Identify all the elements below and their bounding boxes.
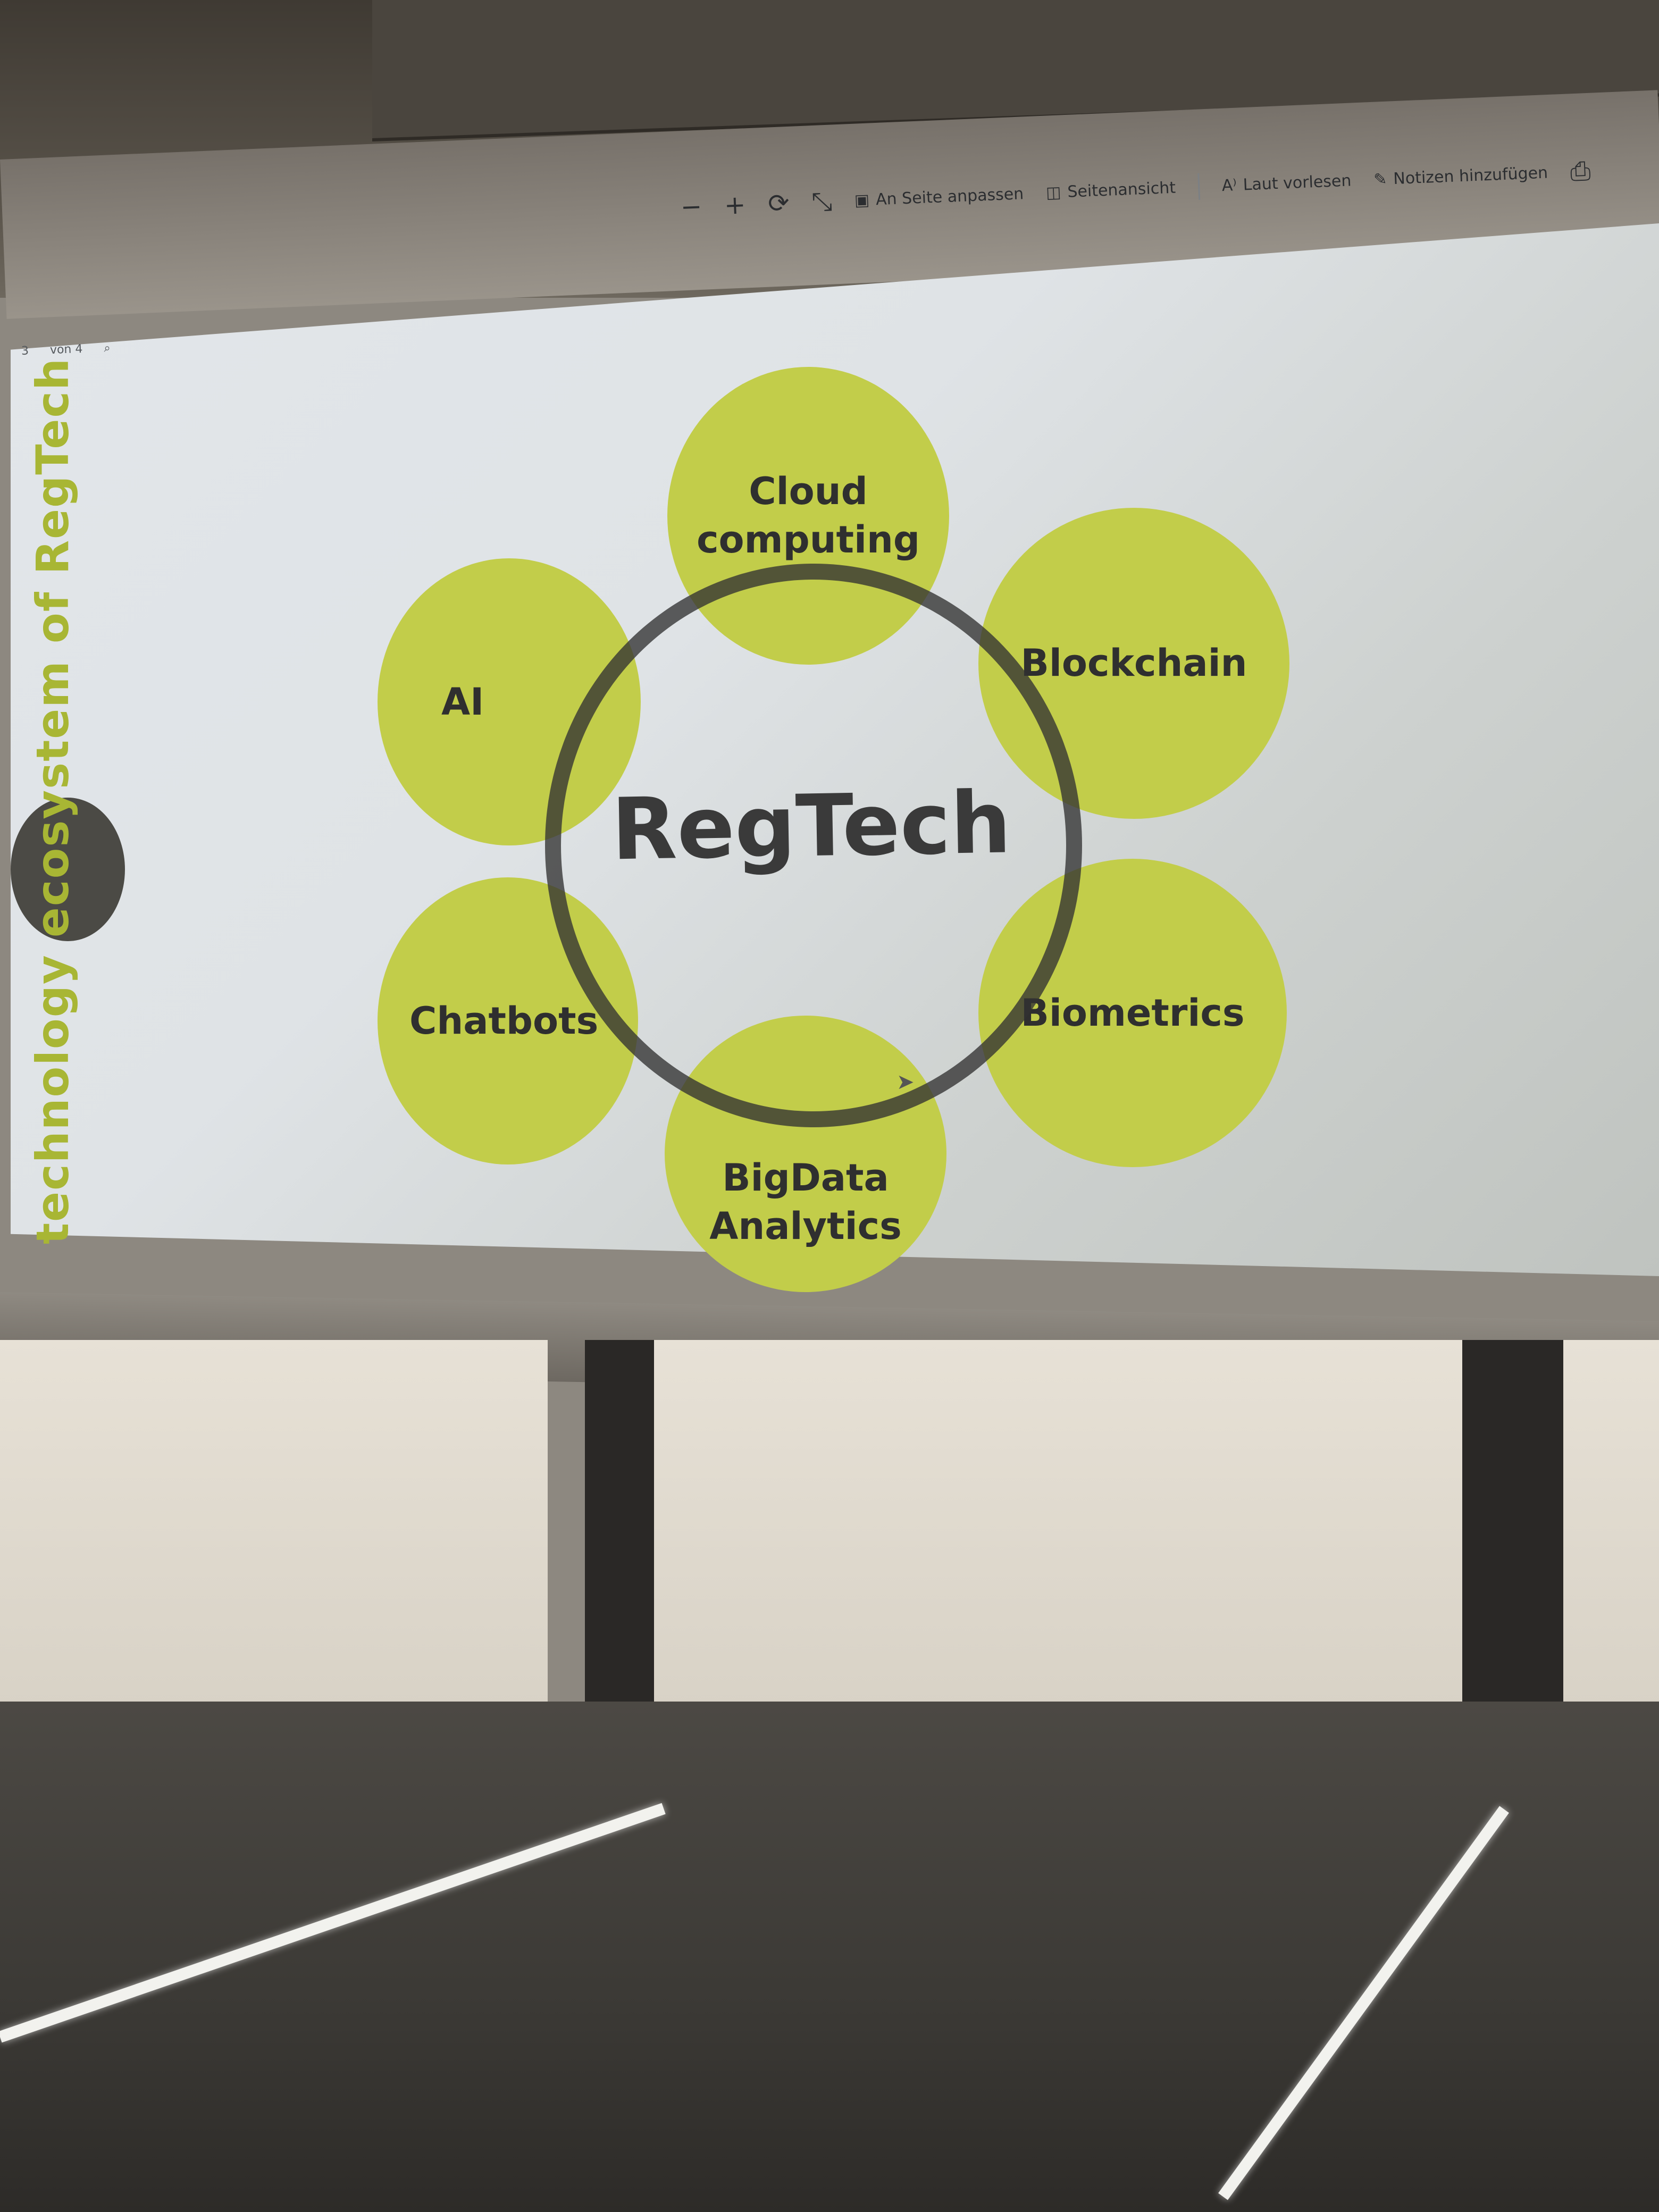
node-ai-label: AI bbox=[441, 680, 484, 724]
current-page-input[interactable]: 3 bbox=[21, 344, 29, 358]
toolbar-divider bbox=[1197, 173, 1200, 200]
node-bigdata-line2: Analytics bbox=[709, 1204, 902, 1248]
window-blind-left bbox=[0, 1340, 548, 1712]
node-bigdata-line1: BigData bbox=[722, 1156, 889, 1200]
slide-title: technology ecosystem of RegTech bbox=[27, 357, 79, 1244]
fit-page-icon: ▣ bbox=[854, 190, 870, 210]
zoom-out-icon[interactable]: − bbox=[680, 191, 703, 222]
node-cloud-line1: Cloud bbox=[749, 470, 868, 513]
read-aloud-label: Laut vorlesen bbox=[1243, 171, 1352, 195]
page-count: von 4 bbox=[49, 342, 83, 357]
fit-page-button[interactable]: ▣ An Seite anpassen bbox=[854, 185, 1024, 210]
add-notes-button[interactable]: ✎ Notizen hinzufügen bbox=[1373, 163, 1548, 189]
floor bbox=[0, 1702, 1659, 2212]
decorative-dot bbox=[11, 798, 125, 941]
rotate-icon[interactable]: ⟳ bbox=[767, 188, 790, 219]
page-view-label: Seitenansicht bbox=[1067, 178, 1176, 202]
fit-page-label: An Seite anpassen bbox=[875, 184, 1024, 209]
node-chatbots-label: Chatbots bbox=[409, 999, 599, 1043]
pen-icon: ✎ bbox=[1373, 170, 1388, 189]
center-label: RegTech bbox=[610, 773, 1012, 879]
page-view-icon: ◫ bbox=[1045, 182, 1062, 202]
window-blind-right bbox=[1563, 1340, 1659, 1712]
node-biometrics-label: Biometrics bbox=[1020, 991, 1245, 1035]
fullscreen-icon[interactable]: ⤡ bbox=[811, 186, 833, 217]
node-blockchain-label: Blockchain bbox=[1020, 641, 1247, 685]
page-view-button[interactable]: ◫ Seitenansicht bbox=[1045, 178, 1176, 202]
mouse-cursor-icon: ➤ bbox=[896, 1070, 915, 1094]
print-icon[interactable]: ⎙ bbox=[1569, 155, 1591, 187]
read-aloud-icon: A⁾ bbox=[1221, 175, 1237, 195]
search-icon[interactable]: ⌕ bbox=[103, 341, 111, 355]
add-notes-label: Notizen hinzufügen bbox=[1393, 163, 1548, 188]
read-aloud-button[interactable]: A⁾ Laut vorlesen bbox=[1221, 171, 1352, 195]
node-cloud-line2: computing bbox=[697, 518, 920, 562]
window-blind-center bbox=[654, 1340, 1462, 1712]
zoom-in-icon[interactable]: + bbox=[724, 190, 747, 221]
